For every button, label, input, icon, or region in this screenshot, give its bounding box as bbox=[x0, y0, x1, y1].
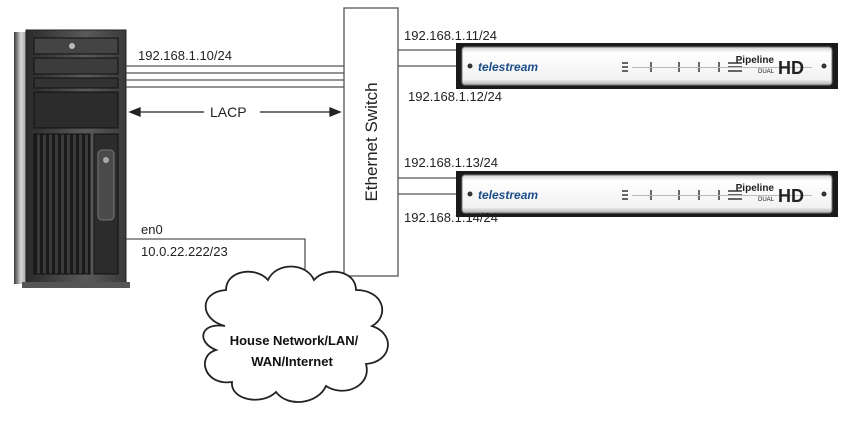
lacp-arrow bbox=[128, 107, 342, 117]
device-links bbox=[398, 49, 458, 195]
pipeline-device-2 bbox=[456, 171, 838, 217]
device-2-ip-a: 192.168.1.13/24 bbox=[404, 155, 498, 170]
device-2-ip-b: 192.168.1.14/24 bbox=[404, 210, 498, 225]
device-2-model-hd: HD bbox=[778, 186, 804, 206]
pipeline-device-1 bbox=[456, 43, 838, 89]
device-1-brand: telestream bbox=[478, 60, 538, 74]
en0-label: en0 bbox=[141, 222, 163, 237]
ethernet-switch bbox=[343, 7, 399, 277]
bond-links bbox=[126, 65, 344, 88]
lacp-label: LACP bbox=[210, 104, 247, 120]
device-1-ip-b: 192.168.1.12/24 bbox=[408, 89, 502, 104]
device-2-model-dual: DUAL bbox=[758, 197, 775, 203]
bond-ip-label: 192.168.1.10/24 bbox=[138, 48, 232, 63]
device-1-model-dual: DUAL bbox=[758, 69, 775, 75]
cloud-icon bbox=[202, 265, 389, 403]
device-2-brand: telestream bbox=[478, 188, 538, 202]
switch-label: Ethernet Switch bbox=[362, 82, 381, 201]
device-1-ip-a: 192.168.1.11/24 bbox=[404, 28, 497, 43]
device-1-model: Pipeline bbox=[736, 55, 775, 66]
cloud-label-line1: House Network/LAN/ bbox=[230, 333, 359, 348]
device-1-model-hd: HD bbox=[778, 58, 804, 78]
front-panel-lights-icon bbox=[622, 62, 812, 72]
cloud-label-line2: WAN/Internet bbox=[251, 354, 333, 369]
workstation-tower-icon bbox=[14, 29, 130, 288]
device-2-model: Pipeline bbox=[736, 183, 775, 194]
en0-ip-label: 10.0.22.222/23 bbox=[141, 244, 228, 259]
front-panel-lights-icon bbox=[622, 190, 812, 200]
